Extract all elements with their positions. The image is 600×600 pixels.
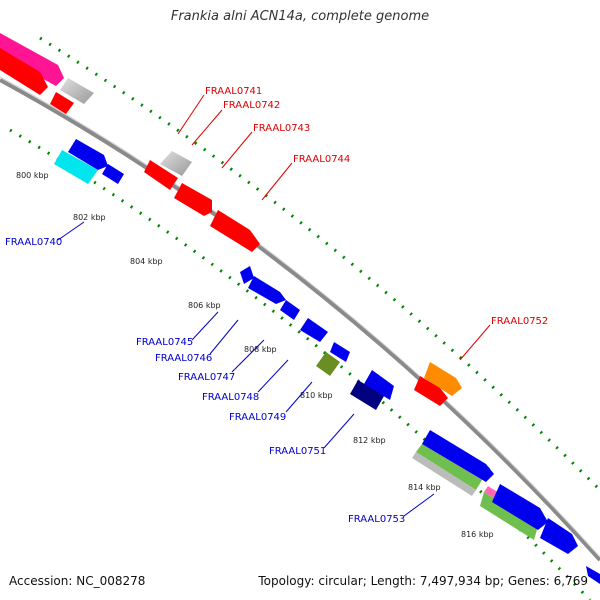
gene-olive[interactable] [316, 352, 340, 376]
gene-fraal0743[interactable] [174, 183, 212, 216]
gene-fraal0753-stripe-green[interactable] [416, 444, 482, 490]
gene-fraal0742[interactable] [144, 160, 178, 190]
dotted-track-ticks [9, 128, 592, 600]
label-fraal0751[interactable]: FRAAL0751 [269, 446, 326, 457]
label-fraal0744[interactable]: FRAAL0744 [293, 154, 350, 165]
reverse-genes [54, 139, 600, 584]
gene-fraal0753-stripe-gray[interactable] [412, 452, 476, 496]
gene-red-top[interactable] [0, 48, 48, 95]
label-fraal0741[interactable]: FRAAL0741 [205, 86, 262, 97]
gene-blue-corner[interactable] [586, 566, 600, 584]
gene-labels: FRAAL0741 FRAAL0742 FRAAL0743 FRAAL0744 … [5, 86, 548, 525]
kbp-tick-806: 806 kbp [188, 301, 221, 310]
dotted-track-outer [39, 36, 600, 492]
label-fraal0740[interactable]: FRAAL0740 [5, 237, 62, 248]
gene-blue-small[interactable] [102, 164, 124, 184]
kbp-tick-810: 810 kbp [300, 391, 333, 400]
gene-fraal0746[interactable] [280, 300, 300, 320]
kbp-tick-804: 804 kbp [130, 257, 163, 266]
gene-gray-top[interactable] [60, 78, 94, 104]
map-title: Frankia alni ACN14a, complete genome [170, 9, 430, 24]
gene-fraal0741[interactable] [160, 151, 192, 176]
kbp-tick-812: 812 kbp [353, 436, 386, 445]
gene-pink[interactable] [0, 33, 64, 86]
genome-stats: Topology: circular; Length: 7,497,934 bp… [258, 574, 588, 588]
label-fraal0747[interactable]: FRAAL0747 [178, 372, 235, 383]
label-fraal0742[interactable]: FRAAL0742 [223, 100, 280, 111]
gene-fraal0751[interactable] [350, 380, 384, 410]
gene-fraal0745[interactable] [248, 276, 286, 304]
gene-blue-long[interactable] [422, 430, 494, 482]
gene-fraal0747[interactable] [300, 318, 328, 342]
gene-cyan[interactable] [54, 150, 98, 184]
label-fraal0749[interactable]: FRAAL0749 [229, 412, 286, 423]
gene-fraal0744[interactable] [210, 210, 260, 252]
forward-genes [0, 33, 462, 406]
genome-backbone [0, 78, 600, 562]
kbp-tick-808: 808 kbp [244, 345, 277, 354]
gene-blue-tip[interactable] [240, 266, 254, 284]
gene-stripe-lower[interactable] [480, 492, 538, 540]
accession-text: Accession: NC_008278 [9, 574, 146, 588]
label-fraal0752[interactable]: FRAAL0752 [491, 316, 548, 327]
gene-blue-bottom[interactable] [540, 518, 578, 554]
label-fraal0748[interactable]: FRAAL0748 [202, 392, 259, 403]
gene-fraal0749[interactable] [364, 370, 394, 400]
gene-blue-lower[interactable] [492, 484, 548, 530]
label-fraal0745[interactable]: FRAAL0745 [136, 337, 193, 348]
kbp-tick-802: 802 kbp [73, 213, 106, 222]
label-leaders [57, 94, 491, 517]
gene-fraal0748[interactable] [330, 342, 350, 362]
kbp-tick-800: 800 kbp [16, 171, 49, 180]
kbp-tick-814: 814 kbp [408, 483, 441, 492]
gene-red-right[interactable] [414, 376, 448, 406]
label-fraal0753[interactable]: FRAAL0753 [348, 514, 405, 525]
label-fraal0746[interactable]: FRAAL0746 [155, 353, 212, 364]
kbp-tick-816: 816 kbp [461, 530, 494, 539]
gene-fraal0752[interactable] [424, 362, 462, 396]
label-fraal0743[interactable]: FRAAL0743 [253, 123, 310, 134]
kbp-ticks: 800 kbp 802 kbp 804 kbp 806 kbp 808 kbp … [16, 171, 494, 539]
gene-fraal0740[interactable] [68, 139, 108, 170]
gene-red-small[interactable] [50, 92, 74, 114]
